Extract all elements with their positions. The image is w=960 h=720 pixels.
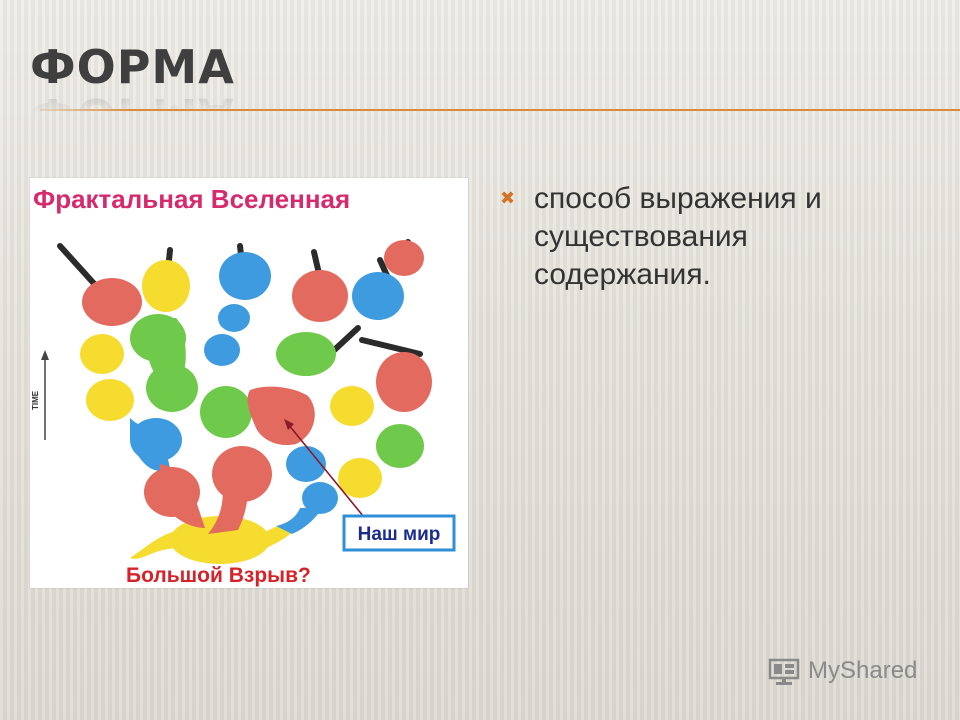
figure-footer: Большой Взрыв? <box>126 564 311 587</box>
figure-heading: Фрактальная Вселенная <box>33 184 350 214</box>
bullet-list: ✖ способ выражения и существования содер… <box>500 180 920 294</box>
slide-title: ФОРМА <box>30 40 235 94</box>
title-underline <box>40 109 960 111</box>
our-world-bulb <box>247 332 336 446</box>
watermark-text: MyShared <box>808 657 918 684</box>
callout-box <box>342 514 456 552</box>
branch-stalks <box>57 239 423 357</box>
watermark: MyShared <box>768 656 917 686</box>
callout-arrow <box>287 423 369 523</box>
fractal-universe-image: Фрактальная Вселенная TIME <box>30 178 468 588</box>
time-axis-label: TIME <box>31 390 40 410</box>
right-chain <box>276 240 432 534</box>
slide-title-reflection: ФОРМА <box>30 88 235 142</box>
callout-label: Наш мир <box>358 524 441 545</box>
bullet-text: способ выражения и существования содержа… <box>534 182 822 291</box>
fractal-diagram: Фрактальная Вселенная TIME <box>31 184 456 587</box>
cross-bullet-icon: ✖ <box>500 188 516 209</box>
middle-chain <box>200 252 272 534</box>
time-axis-arrowhead <box>41 350 49 360</box>
left-chain <box>80 260 205 528</box>
big-bang-left-tail <box>130 530 180 559</box>
myshared-logo-icon <box>768 658 800 685</box>
bullet-item: ✖ способ выражения и существования содер… <box>500 180 920 294</box>
callout-arrowhead <box>284 419 294 430</box>
big-bang-blob <box>170 516 270 564</box>
